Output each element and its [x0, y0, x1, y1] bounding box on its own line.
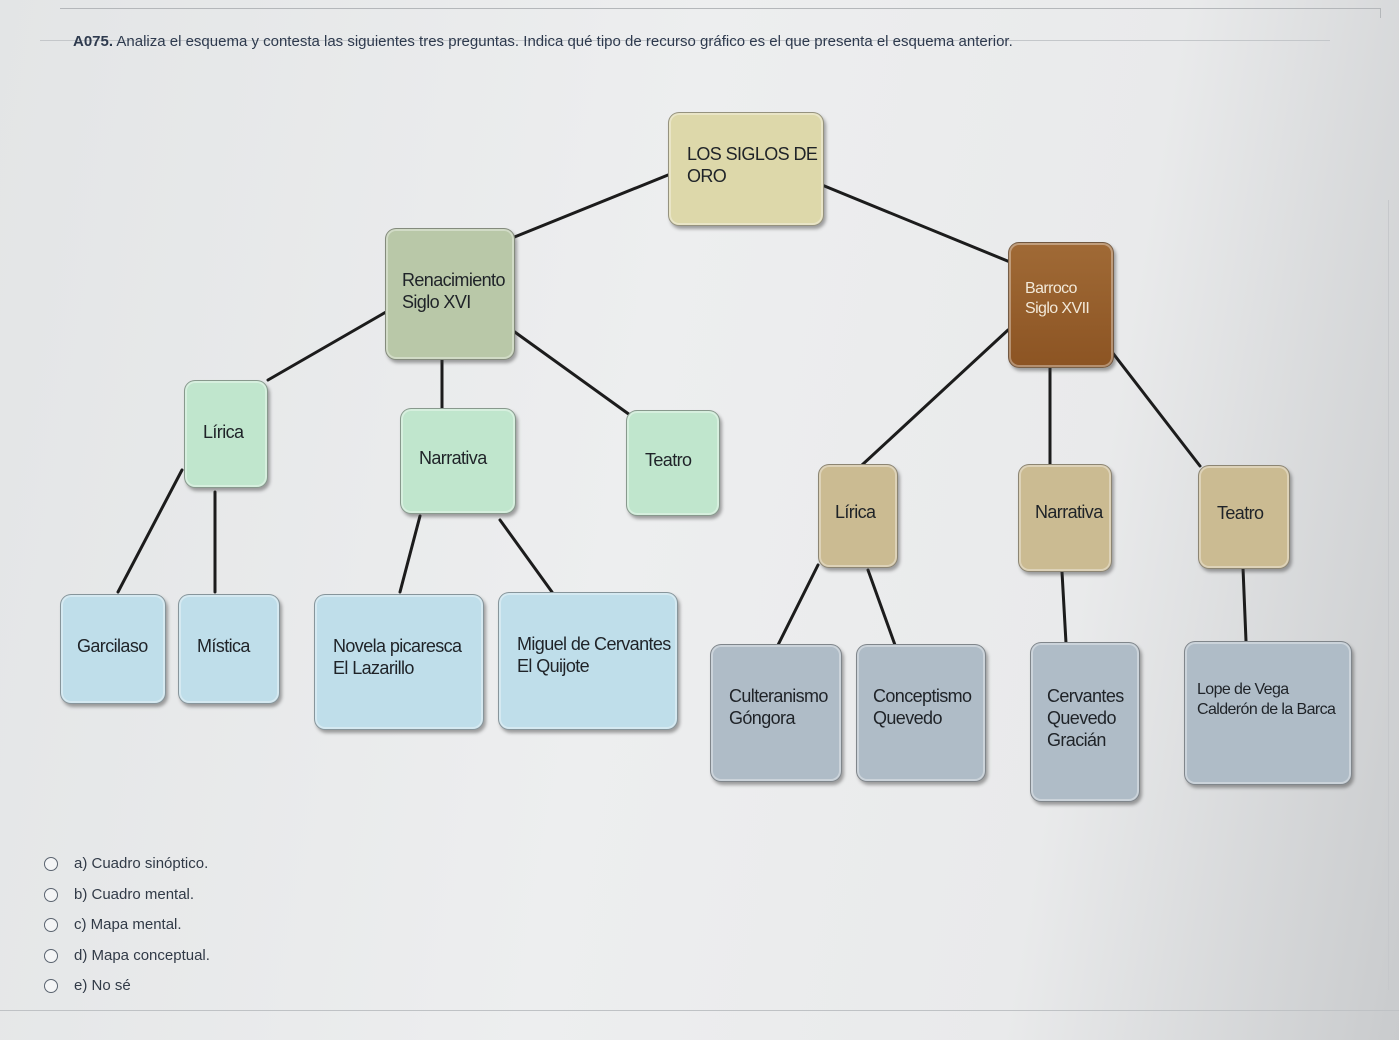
- node-novela-line2: El Lazarillo: [333, 658, 414, 678]
- node-bar-teatro-label: Teatro: [1217, 503, 1264, 523]
- node-barroco-title: Barroco: [1025, 280, 1077, 297]
- node-renacimiento: Renacimiento Siglo XVI: [385, 228, 515, 360]
- node-conceptismo: Conceptismo Quevedo: [856, 644, 986, 782]
- node-mistica-label: Mística: [197, 636, 250, 656]
- node-bar-lirica-label: Lírica: [835, 502, 876, 522]
- connector-root-barroco: [820, 183, 1012, 264]
- node-bar-teatro: Teatro: [1198, 465, 1290, 569]
- connector-lirica-culteranismo: [776, 563, 820, 647]
- node-bar-narrativa: Narrativa: [1018, 464, 1112, 572]
- node-narrativa-autores-line2: Quevedo: [1047, 708, 1116, 728]
- option-d-radio[interactable]: [44, 948, 58, 963]
- connector-ren-lirica: [266, 310, 388, 382]
- option-b-radio[interactable]: [44, 887, 58, 902]
- node-siglos-de-oro-line2: ORO: [687, 166, 727, 186]
- node-novela-line1: Novela picaresca: [333, 636, 462, 656]
- node-barroco-subtitle: Siglo XVII: [1025, 300, 1090, 317]
- node-teatro-autores-line2: Calderón de la Barca: [1197, 701, 1336, 718]
- node-ren-teatro-label: Teatro: [645, 450, 692, 470]
- connector-narrativa-autores: [1060, 570, 1068, 645]
- node-mistica: Mística: [178, 594, 280, 704]
- node-novela-picaresca: Novela picaresca El Lazarillo: [314, 594, 484, 730]
- connector-teatro-autores: [1241, 566, 1248, 643]
- node-miguel-de-cervantes: Miguel de Cervantes El Quijote: [498, 592, 678, 730]
- node-siglos-de-oro-line1: LOS SIGLOS DE: [687, 144, 818, 164]
- option-c-radio[interactable]: [44, 918, 58, 932]
- option-b-label[interactable]: b) Cuadro mental.: [74, 885, 195, 903]
- option-a-label[interactable]: a) Cuadro sinóptico.: [74, 855, 209, 872]
- node-garcilaso: Garcilaso: [60, 594, 166, 704]
- question-text: A075. Analiza el esquema y contesta las …: [73, 33, 1323, 50]
- node-conceptismo-line2: Quevedo: [873, 708, 942, 728]
- connector-barroco-lirica: [860, 328, 1010, 467]
- option-c-label[interactable]: c) Mapa mental.: [74, 916, 182, 933]
- connector-barroco-teatro: [1110, 350, 1202, 468]
- node-teatro-autores: Lope de Vega Calderón de la Barca: [1184, 641, 1352, 785]
- node-conceptismo-line1: Conceptismo: [873, 686, 972, 706]
- node-ren-lirica-label: Lírica: [203, 422, 244, 442]
- node-bar-narrativa-label: Narrativa: [1035, 502, 1103, 522]
- page-frame-top: [60, 8, 1381, 18]
- node-narrativa-autores: Cervantes Quevedo Gracián: [1030, 642, 1140, 802]
- page-frame-right: [1388, 200, 1389, 990]
- node-garcilaso-label: Garcilaso: [77, 636, 148, 656]
- node-renacimiento-subtitle: Siglo XVI: [402, 292, 471, 312]
- connector-narrativa-novela: [398, 514, 422, 594]
- node-narrativa-autores-line1: Cervantes: [1047, 686, 1124, 706]
- question-body: Analiza el esquema y contesta las siguie…: [116, 33, 1013, 50]
- node-ren-narrativa: Narrativa: [400, 408, 516, 514]
- connector-narrativa-cervantes: [498, 518, 554, 594]
- node-narrativa-autores-line3: Gracián: [1047, 730, 1106, 750]
- node-teatro-autores-line1: Lope de Vega: [1197, 681, 1289, 698]
- node-ren-narrativa-label: Narrativa: [419, 448, 487, 468]
- option-e-label[interactable]: e) No sé: [74, 977, 131, 994]
- node-culteranismo: Culteranismo Góngora: [710, 644, 842, 782]
- node-ren-teatro: Teatro: [626, 410, 720, 516]
- node-cervantes-line1: Miguel de Cervantes: [517, 634, 671, 654]
- node-renacimiento-title: Renacimiento: [402, 270, 505, 290]
- node-culteranismo-line2: Góngora: [729, 708, 795, 728]
- page-frame-bottom: [0, 1010, 1399, 1011]
- option-a-radio[interactable]: [44, 857, 58, 871]
- connector-lirica-garcilaso: [116, 468, 184, 594]
- node-culteranismo-line1: Culteranismo: [729, 686, 828, 706]
- connector-lirica-conceptismo: [866, 568, 897, 647]
- page-frame-line: [40, 40, 1330, 41]
- connector-ren-teatro: [510, 328, 632, 417]
- option-d-label[interactable]: d) Mapa conceptual.: [74, 946, 210, 964]
- node-bar-lirica: Lírica: [818, 464, 898, 568]
- node-ren-lirica: Lírica: [184, 380, 268, 488]
- option-e-radio[interactable]: [44, 979, 58, 993]
- node-cervantes-line2: El Quijote: [517, 656, 590, 676]
- question-number: A075.: [73, 33, 114, 50]
- node-barroco: Barroco Siglo XVII: [1008, 242, 1114, 368]
- node-siglos-de-oro: LOS SIGLOS DE ORO: [668, 112, 824, 226]
- connector-root-renacimiento: [510, 173, 670, 240]
